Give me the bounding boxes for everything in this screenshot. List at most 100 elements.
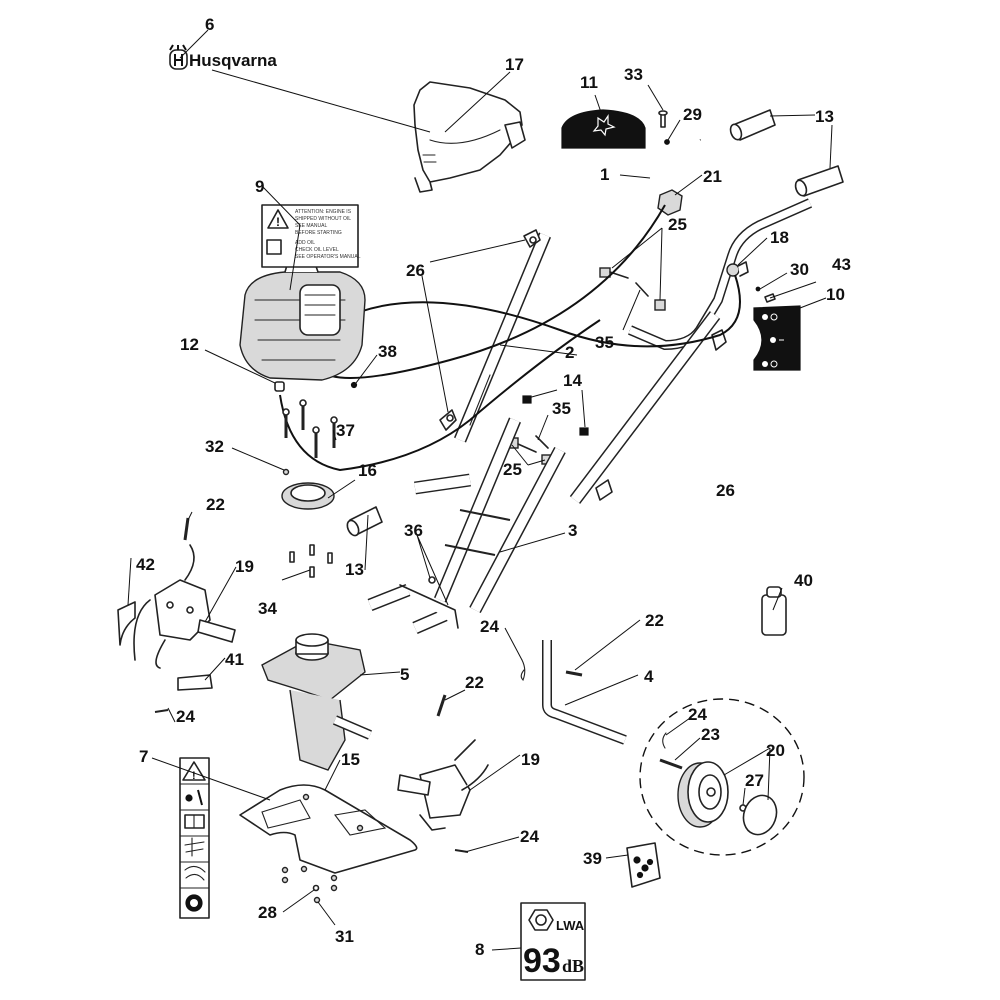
- spring-left: [522, 395, 532, 404]
- oil-bottle: [761, 586, 787, 636]
- decal-text-line: SEE MANUAL: [295, 223, 327, 229]
- wheel-cap: [742, 794, 778, 836]
- keep-hands-away-icon: [184, 865, 206, 881]
- decal-text-line: ADD OIL: [295, 240, 315, 246]
- engine: [239, 254, 366, 381]
- warning-triangle-icon: [267, 209, 289, 229]
- callout-6: 6: [205, 15, 214, 34]
- callout-35-mid: 35: [552, 399, 571, 418]
- handle-tube-left: [453, 232, 552, 443]
- nut-29: [664, 139, 670, 145]
- leader-lines: [127, 29, 833, 951]
- shield-hardware: [281, 865, 338, 892]
- lower-handle-frame: [367, 417, 566, 634]
- screws-34: [289, 544, 333, 578]
- callout-16: 16: [358, 461, 377, 480]
- noise-unit-label: LWA: [556, 918, 585, 933]
- callout-41: 41: [225, 650, 244, 669]
- callout-10: 10: [826, 285, 845, 304]
- axle: [659, 758, 683, 770]
- callout-27: 27: [745, 771, 764, 790]
- callout-14: 14: [563, 371, 582, 390]
- callout-23: 23: [701, 725, 720, 744]
- pin-22-right: [565, 670, 583, 677]
- callout-19-left: 19: [235, 557, 254, 576]
- callout-18: 18: [770, 228, 789, 247]
- callout-22-left: 22: [206, 495, 225, 514]
- callout-11: 11: [580, 73, 598, 92]
- hairpin-clip-center: [520, 659, 526, 681]
- callout-4: 4: [644, 667, 654, 686]
- callout-28: 28: [258, 903, 277, 922]
- tine-assembly-left: [133, 544, 236, 669]
- callout-13-mid: 13: [345, 560, 364, 579]
- screw-33: [658, 110, 668, 128]
- engine-cover: [413, 81, 526, 193]
- spring-right: [579, 427, 589, 436]
- callout-29: 29: [683, 105, 702, 124]
- throttle-cable-lower: [279, 319, 601, 472]
- svg-text:!: !: [276, 215, 280, 229]
- callout-32: 32: [205, 437, 224, 456]
- callout-9: 9: [255, 177, 264, 196]
- callout-33: 33: [624, 65, 643, 84]
- hairpin-clip-left: [154, 709, 169, 713]
- console-plate: [753, 305, 801, 371]
- pin-22-left: [183, 517, 190, 541]
- callout-31: 31: [335, 927, 354, 946]
- callout-24-left: 24: [176, 707, 195, 726]
- callout-39: 39: [583, 849, 602, 868]
- tine-41: [177, 674, 213, 691]
- rotating-tines-icon: [184, 837, 205, 857]
- callout-3: 3: [568, 521, 577, 540]
- nut-38: [350, 381, 358, 389]
- callout-2: 2: [565, 343, 574, 362]
- callout-42: 42: [136, 555, 155, 574]
- nut-32: [282, 468, 290, 476]
- callout-25-top: 25: [668, 215, 687, 234]
- callout-15: 15: [341, 750, 360, 769]
- cable-end: [274, 381, 285, 392]
- safety-decal-strip: !: [179, 757, 210, 919]
- tine-assembly-right: [397, 739, 489, 831]
- callout-34: 34: [258, 599, 277, 618]
- wing-nut-upper: [523, 229, 541, 248]
- engine-bolts: [282, 399, 338, 458]
- callout-30: 30: [790, 260, 809, 279]
- callout-38: 38: [378, 342, 397, 361]
- callout-22-right: 22: [645, 611, 664, 630]
- wheel: [677, 761, 729, 828]
- callout-24-wheel: 24: [688, 705, 707, 724]
- wing-nut-right-upper: [711, 329, 727, 351]
- hand-grip-loose: [346, 506, 383, 537]
- wheel-bracket: [542, 640, 627, 745]
- wheel-assembly-boundary: [639, 698, 805, 856]
- callout-7: 7: [139, 747, 148, 766]
- thrown-objects-icon: [185, 789, 203, 806]
- callout-8: 8: [475, 940, 484, 959]
- decal-text-line: SHIPPED WITHOUT OIL: [295, 216, 351, 222]
- decal-text-line: ATTENTION: ENGINE IS: [295, 209, 352, 215]
- callout-24-center: 24: [480, 617, 499, 636]
- callout-24-bottom: 24: [520, 827, 539, 846]
- callout-35-top: 35: [595, 333, 614, 352]
- noise-label: LWA 93 dB: [520, 902, 586, 981]
- gearbox: [261, 633, 372, 771]
- callout-25-mid: 25: [503, 460, 522, 479]
- hand-grip-upper: [729, 109, 776, 141]
- decal-text-line: SEE OPERATOR'S MANUAL: [295, 254, 361, 260]
- wing-nut-right-lower: [595, 479, 613, 501]
- callout-labels: 6 17 11 33 29 13 1 21 9 25 18 26 30 43 1…: [136, 15, 851, 959]
- ear-protection-icon: [185, 894, 203, 912]
- hardware-bag: [626, 842, 661, 888]
- callout-22-center: 22: [465, 673, 484, 692]
- callout-40: 40: [794, 571, 813, 590]
- oil-fill-icon: [266, 239, 282, 255]
- callout-17: 17: [505, 55, 524, 74]
- callout-1: 1: [600, 165, 609, 184]
- engine-nut-icon: [528, 909, 554, 931]
- read-manual-icon: [184, 814, 205, 829]
- callout-13-top: 13: [815, 107, 834, 126]
- decal-text-line: BEFORE STARTING: [295, 230, 342, 236]
